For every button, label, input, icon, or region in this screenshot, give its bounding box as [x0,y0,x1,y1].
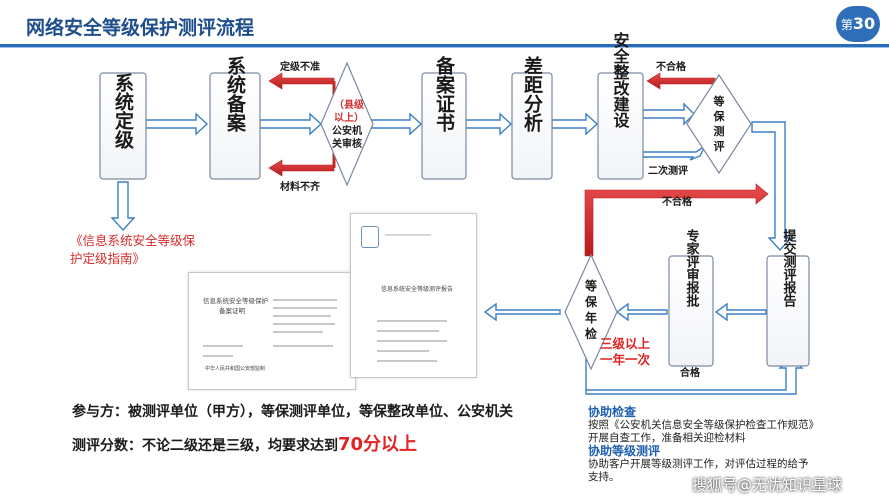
cert-line [273,307,337,309]
node-certificate-label: 备案证书 [433,55,456,133]
node-rectify [597,72,644,180]
node-annual [564,253,618,371]
node-grading-label: 系统定级 [112,73,134,150]
report-line [377,320,447,322]
eval-char-3: 测 [714,124,725,138]
annual-char-3: 年 [585,310,597,325]
cert-line [203,345,243,347]
eval-char-2: 保 [713,109,726,123]
assist-panel: 协助检查 按照《公安机关信息安全等级保护检查工作规范》开展自查工作，准备相关迎检… [588,406,818,484]
review-line-1: （县级 [334,98,365,111]
cert-subtitle: 备案证明 [219,307,245,315]
arrow-expert-annual [615,302,668,322]
eval-char-1: 等 [713,94,725,108]
cert-line [273,315,331,317]
page-number-badge: 第30 页 [836,6,880,68]
grading-guide-text: 《信息系统安全等级保护定级指南》 [70,233,196,266]
arrow-gap-rectify [551,112,599,136]
label-grading-fail: 定级不准 [280,60,320,73]
arrow-grading-fail [268,72,335,90]
arrow-fail-top [646,72,716,90]
arrow-eval-submit [751,121,793,252]
filing-certificate-doc: 信息系统安全等级保护 备案证明 中华人民共和国公安部监制 [188,272,356,390]
arrow-materials [268,159,335,177]
label-annual-freq-1: 三级以上 [600,336,651,351]
page-title: 网络安全等级保护测评流程 [26,17,255,39]
page-prefix: 第 [840,18,853,32]
node-submit-label: 提交测评报告 [781,228,797,308]
score-prefix: 测评分数：不论二级还是三级，均要求达到 [72,438,338,454]
page-suffix: 页 [851,54,864,68]
report-line [377,340,447,342]
cert-line [203,355,233,357]
report-line [377,330,439,332]
arrow-rectify-eval [642,102,695,126]
node-filing [209,72,261,180]
arrow-submit-expert [714,302,767,322]
arrow-filing-review [259,112,323,136]
label-pass: 合格 [679,366,701,379]
cert-line [273,345,333,347]
eval-char-4: 评 [714,140,725,153]
node-gap [511,72,553,180]
node-expert-label: 专家评审报批 [684,228,700,308]
report-line [385,234,431,236]
cert-line [273,323,335,325]
watermark: 搜狐号@无忧知识星球 [692,476,843,494]
label-fail-top: 不合格 [656,60,687,73]
review-line-4: 关审核 [332,137,362,150]
header-rule-light [0,47,889,48]
arrow-annual-docs [483,302,561,322]
annual-char-1: 等 [584,278,597,293]
label-materials: 材料不齐 [280,180,321,193]
arrow-grading-filing [145,112,209,136]
node-filing-label: 系统备案 [224,56,247,133]
participants-text: 参与方：被测评单位（甲方），等保测评单位，等保整改单位、公安机关 [72,404,513,420]
review-line-2: 以上） [334,111,364,124]
report-emblem [361,226,379,248]
arrow-second-eval [642,143,707,161]
arrow-cert-gap [465,112,513,136]
cert-line [273,299,337,301]
annual-char-4: 检 [585,326,597,341]
page-number: 30 [852,14,876,33]
label-annual-freq-2: 一年一次 [600,352,651,367]
node-review [320,61,374,187]
review-line-3: 公安机 [332,124,362,137]
report-line [377,350,429,352]
arrow-review-cert [371,112,423,136]
label-fail-mid: 不合格 [662,195,693,208]
node-expert [668,255,714,367]
assist-eval-title: 协助等级测评 [588,444,661,458]
node-gap-label: 差距分析 [521,55,543,133]
header-rule [0,44,889,47]
arrow-fail-mid [584,183,769,257]
cert-title: 信息系统安全等级保护 [203,297,268,305]
assist-check-text: 按照《公安机关信息安全等级保护检查工作规范》开展自查工作，准备相关迎检材料 [588,419,814,444]
report-line [377,360,437,362]
arrow-grading-guide [110,181,136,232]
node-certificate [421,72,467,180]
cert-line [273,331,323,333]
node-rectify-label: 安全整改建设 [611,31,631,129]
score-value: 70分以上 [338,434,418,455]
node-grading [99,72,147,180]
assist-check-title: 协助检查 [588,405,637,419]
assist-eval-text: 协助客户开展等级测评工作，对评估过程的给予支持。 [588,458,809,483]
label-second-eval: 二次测评 [648,164,688,177]
annual-char-2: 保 [584,294,598,309]
node-eval [686,73,752,175]
score-text: 测评分数：不论二级还是三级，均要求达到70分以上 [72,430,417,456]
node-submit [766,255,810,367]
report-title: 信息系统安全等级测评报告 [381,286,454,293]
cert-issuer: 中华人民共和国公安部监制 [205,366,266,372]
evaluation-report-doc: 信息系统安全等级测评报告 [350,213,477,378]
